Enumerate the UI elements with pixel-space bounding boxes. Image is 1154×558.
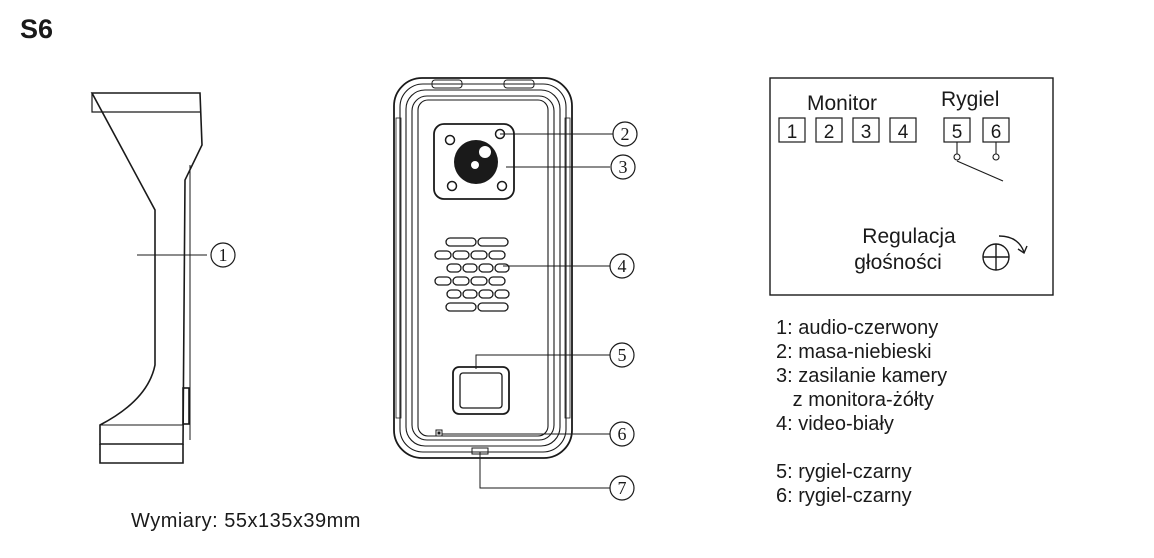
speaker-slot: [494, 263, 510, 273]
callout-group: 1 2 3 4 5 6 7: [210, 121, 638, 501]
callout-1: 1: [210, 242, 236, 268]
legend-item: 2: masa-niebieski: [776, 341, 932, 363]
speaker-slot: [452, 276, 470, 286]
terminal-3: 3: [852, 117, 880, 143]
wiring-box: Monitor Rygiel 1 2 3 4 5: [769, 77, 1054, 296]
callout-7: 7: [609, 475, 635, 501]
monitor-terminals: 1 2 3 4: [778, 117, 917, 143]
speaker-slot: [446, 263, 462, 273]
speaker-slot: [488, 250, 506, 260]
volume-knob-icon[interactable]: [982, 235, 1028, 271]
speaker-slot: [470, 250, 488, 260]
speaker-slot: [462, 289, 478, 299]
speaker-slot: [494, 289, 510, 299]
call-button[interactable]: [452, 366, 510, 415]
speaker-slot: [452, 250, 470, 260]
svg-text:2: 2: [824, 122, 835, 143]
svg-text:3: 3: [861, 122, 872, 143]
callout-6: 6: [609, 421, 635, 447]
svg-text:1: 1: [787, 122, 798, 143]
speaker-slot: [477, 302, 509, 312]
terminal-5: 5: [943, 117, 971, 143]
svg-text:7: 7: [618, 478, 627, 498]
svg-text:1: 1: [219, 245, 228, 265]
camera-lens: [454, 140, 498, 184]
lock-switch-symbol: [953, 142, 1004, 182]
svg-text:5: 5: [618, 345, 627, 365]
speaker-slot: [477, 237, 509, 247]
led-indicator: [435, 429, 443, 437]
speaker-slot: [445, 237, 477, 247]
legend-item: 1: audio-czerwony: [776, 317, 939, 339]
legend-spacer: [776, 436, 947, 460]
dimensions-label: Wymiary: 55x135x39mm: [131, 510, 361, 532]
rygiel-label: Rygiel: [941, 88, 999, 111]
speaker-slot: [478, 289, 494, 299]
terminal-2: 2: [815, 117, 843, 143]
callout-2: 2: [612, 121, 638, 147]
legend-item: 5: rygiel-czarny: [776, 461, 912, 483]
svg-text:3: 3: [619, 157, 628, 177]
legend-item: 3: zasilanie kamery: [776, 365, 948, 387]
svg-text:5: 5: [952, 122, 963, 143]
callout-3: 3: [610, 154, 636, 180]
regulation-label-line1: Regulacja: [862, 225, 956, 248]
svg-text:4: 4: [618, 256, 627, 276]
monitor-label: Monitor: [807, 92, 877, 115]
terminal-1: 1: [778, 117, 806, 143]
leader-lines: [137, 133, 613, 489]
callout-5: 5: [609, 342, 635, 368]
side-view: [90, 92, 203, 464]
speaker-slot: [462, 263, 478, 273]
svg-text:4: 4: [898, 122, 909, 143]
terminal-6: 6: [982, 117, 1010, 143]
svg-text:6: 6: [618, 424, 627, 444]
regulation-label-line2: głośności: [854, 251, 942, 274]
speaker-slot: [434, 276, 452, 286]
svg-text:6: 6: [991, 122, 1002, 143]
camera-screws: [444, 128, 508, 192]
speaker-slot: [445, 302, 477, 312]
speaker-slot: [488, 276, 506, 286]
speaker-slot: [478, 263, 494, 273]
speaker-slot: [470, 276, 488, 286]
speaker-grille: [434, 237, 510, 312]
rygiel-terminals: 5 6: [943, 117, 1010, 143]
speaker-slot: [434, 250, 452, 260]
legend-item: 6: rygiel-czarny: [776, 485, 912, 507]
legend-item: z monitora-żółty: [776, 389, 934, 411]
front-view: [393, 77, 573, 459]
terminal-4: 4: [889, 117, 917, 143]
legend-item: 4: video-biały: [776, 413, 894, 435]
svg-text:2: 2: [621, 124, 630, 144]
page-title: S6: [20, 14, 54, 44]
callout-4: 4: [609, 253, 635, 279]
speaker-slot: [446, 289, 462, 299]
